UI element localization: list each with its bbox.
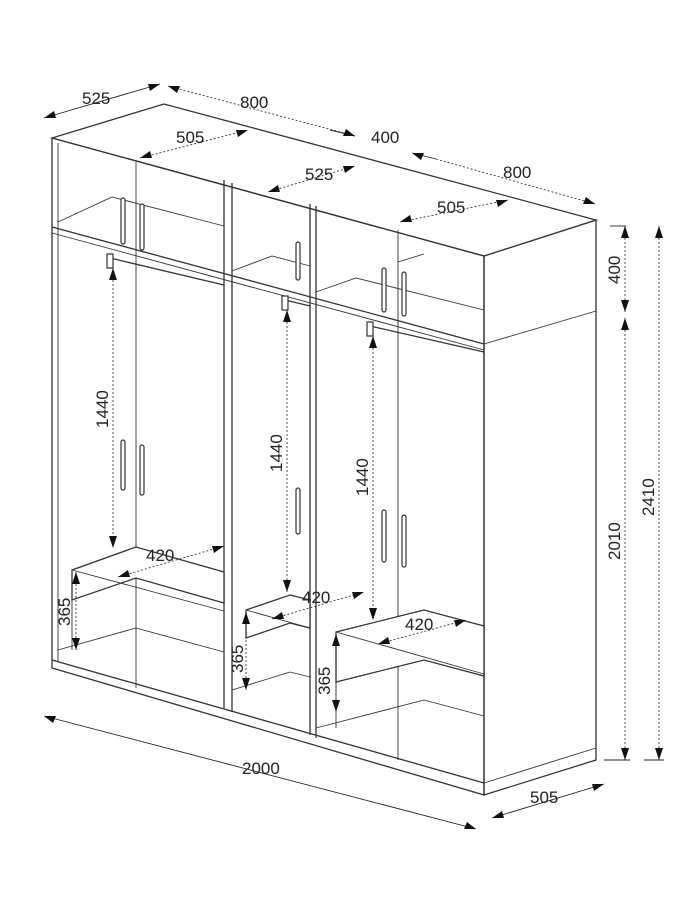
label-hang-right: 1440 [353, 458, 372, 496]
wardrobe-body [49, 103, 599, 796]
label-top-width-mid: 400 [371, 128, 399, 147]
dimension-lines [43, 83, 664, 830]
label-top-inner-left: 505 [176, 128, 204, 147]
label-drawer-right: 365 [315, 667, 334, 695]
label-top-depth-mid: 525 [305, 165, 333, 184]
label-drawer-mid: 365 [228, 645, 247, 673]
label-total-height: 2410 [639, 478, 658, 516]
label-base-depth: 505 [530, 788, 558, 807]
label-top-inner-right: 505 [437, 198, 465, 217]
label-drawer-left: 365 [55, 598, 74, 626]
label-total-width: 2000 [242, 759, 280, 778]
label-body-height: 2010 [605, 522, 624, 560]
label-upper-height: 400 [605, 256, 624, 284]
label-top-width-right: 800 [503, 163, 531, 182]
label-top-width-left: 800 [240, 93, 268, 112]
label-shelf-left: 420 [146, 546, 174, 565]
label-top-depth-left: 525 [82, 89, 110, 108]
dimension-labels: 525 800 505 400 525 800 505 400 2010 241… [55, 89, 658, 807]
label-hang-left: 1440 [93, 390, 112, 428]
label-shelf-right: 420 [405, 615, 433, 634]
label-shelf-mid: 420 [302, 588, 330, 607]
label-hang-mid: 1440 [267, 434, 286, 472]
